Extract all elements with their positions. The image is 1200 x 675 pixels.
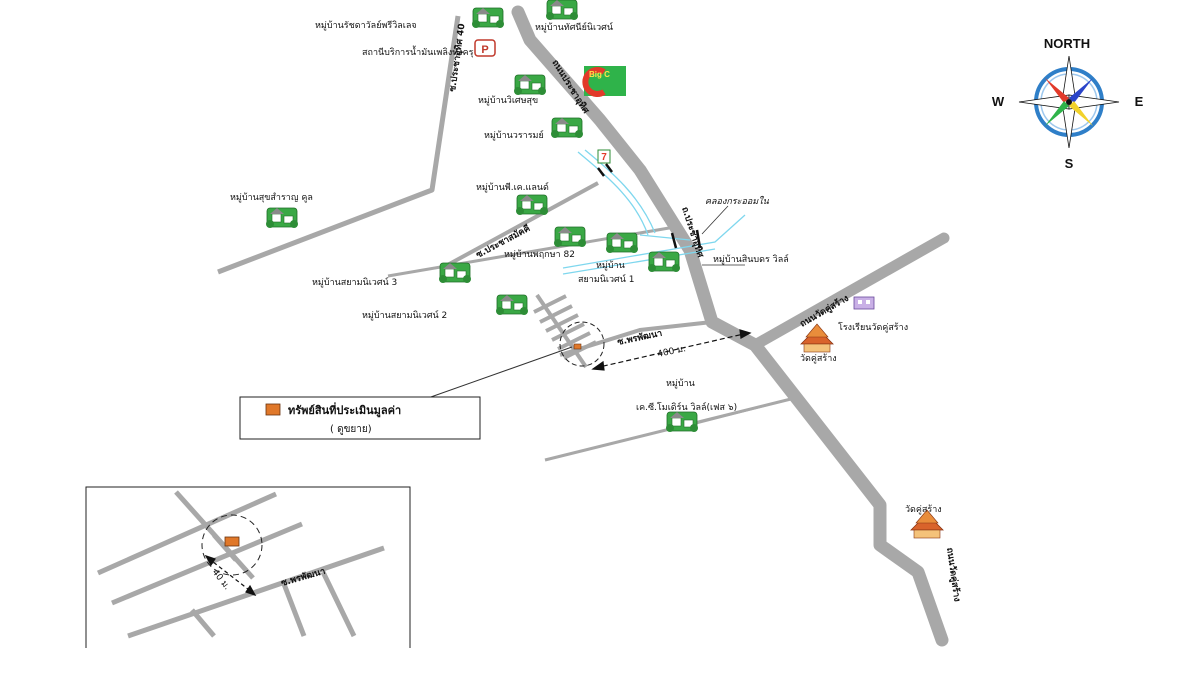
legend-box: ทรัพย์สินที่ประเมินมูลค่า ( ดูขยาย) — [239, 396, 481, 440]
label-gas-station: สถานีบริการน้ำมันเพลิงทุ่งครุ — [362, 45, 474, 58]
big-c-logo: Big C — [582, 66, 626, 97]
big-c-label: Big C — [589, 70, 610, 79]
label-khlong: คลองกระออมใน — [705, 195, 770, 207]
label-kc-line2: เค.ซี.โมเดิร์น วิลล์(เฟส ๖) — [636, 401, 737, 413]
subject-soi-grid — [533, 293, 597, 369]
label-kc-line1: หมู่บ้าน — [666, 378, 695, 389]
inset-subject-marker — [224, 536, 240, 547]
label-temple-2: วัดคู่สร้าง — [905, 504, 942, 515]
label-wisetsuk: หมู่บ้านวิเศษสุข — [478, 95, 538, 106]
school-icon — [853, 296, 875, 310]
compass-south: S — [1065, 156, 1074, 171]
distance-label-main: 400 ม. — [657, 344, 687, 360]
seven-eleven-icon: 7 — [597, 149, 611, 164]
place-labels: หมู่บ้านรัชดาวัลย์พรีวิลเลจ หมู่บ้านทัศน… — [230, 19, 942, 515]
label-moo-ban: หมู่บ้าน — [596, 260, 625, 271]
legend-line1: ทรัพย์สินที่ประเมินมูลค่า — [288, 402, 401, 418]
compass-west: W — [992, 94, 1005, 109]
label-phi-land: หมู่บ้านพี.เค.แลนด์ — [476, 181, 549, 193]
legend-swatch — [265, 403, 281, 416]
inset-distance-label: 40 ม. — [210, 568, 232, 592]
bridges — [597, 163, 702, 249]
label-worarom: หมู่บ้านวรารมย์ — [484, 129, 544, 141]
compass-rose: NORTH S E W — [992, 36, 1144, 171]
compass-east: E — [1135, 94, 1144, 109]
svg-text:7: 7 — [601, 152, 607, 163]
label-rachawadi: หมู่บ้านรัชดาวัลย์พรีวิลเลจ — [315, 19, 417, 31]
label-siam-3: หมู่บ้านสยามนิเวศน์ 3 — [312, 276, 397, 288]
label-phruksa: หมู่บ้านพฤกษา 82 — [504, 249, 575, 260]
label-siam-2: หมู่บ้านสยามนิเวศน์ 2 — [362, 309, 447, 321]
label-thatsanee: หมู่บ้านทัศนีย์นิเวศน์ — [535, 21, 613, 33]
road-label-khu-sang-lower: ถนนวัดคู่สร้าง — [944, 547, 962, 602]
label-sukkharam: หมู่บ้านสุขสำราญ คูล — [230, 192, 313, 203]
compass-north: NORTH — [1044, 36, 1090, 51]
legend-leader-line — [427, 346, 573, 399]
distance-arrow-main — [591, 329, 752, 371]
label-sinbodin: หมู่บ้านสินบดร วิลล์ — [713, 253, 789, 265]
label-school: โรงเรียนวัดคู่สร้าง — [838, 322, 908, 333]
inset-map: 40 ม. ซ.พรพัฒนา — [85, 486, 411, 648]
gas-station-icon: P — [474, 39, 496, 57]
inset-road-label: ซ.พรพัฒนา — [280, 566, 327, 589]
subject-circle — [559, 321, 605, 367]
soi-40-road — [217, 15, 461, 275]
khlong-pointer — [701, 205, 729, 235]
village-symbols — [265, 0, 699, 433]
wat-ku-sang-road — [749, 232, 950, 351]
soi-prachasamakkhi-road — [441, 181, 599, 270]
label-siam-1: สยามนิเวศน์ 1 — [578, 273, 635, 285]
subject-property-marker[interactable] — [573, 343, 582, 350]
label-temple-1: วัดคู่สร้าง — [800, 353, 837, 364]
canal — [562, 149, 746, 275]
legend-line2: ( ดูขยาย) — [330, 424, 372, 435]
road-kc-modern-2 — [689, 397, 796, 426]
gas-icon-letter: P — [481, 44, 488, 56]
